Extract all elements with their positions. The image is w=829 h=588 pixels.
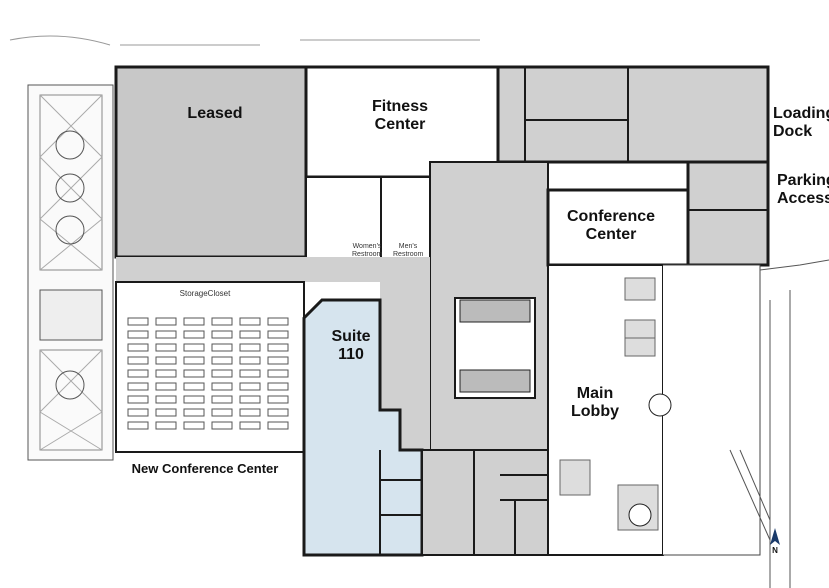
chair (183, 369, 205, 378)
room-label-new-conference: New Conference Center (131, 461, 279, 476)
chair (211, 408, 233, 417)
lower-offices (421, 449, 549, 556)
chair (127, 408, 149, 417)
chair (155, 317, 177, 326)
chair (239, 317, 261, 326)
compass-arrow (770, 528, 780, 545)
chair (183, 343, 205, 352)
chair (155, 330, 177, 339)
chair (183, 330, 205, 339)
chair (211, 317, 233, 326)
room-label-mens: Men's Restroom (393, 243, 424, 259)
chair (183, 356, 205, 365)
chair (239, 395, 261, 404)
chair (211, 382, 233, 391)
leased-area (114, 65, 308, 259)
chair (127, 421, 149, 430)
chair (211, 356, 233, 365)
chair (183, 408, 205, 417)
chair (155, 356, 177, 365)
chair (267, 369, 289, 378)
chair (239, 382, 261, 391)
chair (127, 382, 149, 391)
chair (239, 356, 261, 365)
chair (211, 330, 233, 339)
room-label-parking: Parking Access (777, 172, 829, 208)
chair (155, 421, 177, 430)
chair (127, 395, 149, 404)
room-label-fitness: Fitness Center (371, 98, 428, 134)
chair (183, 421, 205, 430)
chair (127, 356, 149, 365)
room-label-lobby: Main Lobby (571, 385, 619, 421)
chair (239, 369, 261, 378)
room-label-suite: Suite 110 (331, 328, 371, 364)
room-label-storage: StorageCloset (179, 289, 231, 298)
chair (211, 395, 233, 404)
chair (155, 369, 177, 378)
chair (267, 343, 289, 352)
chair (127, 317, 149, 326)
chair (155, 382, 177, 391)
conference-area (546, 188, 690, 267)
chair (267, 330, 289, 339)
chair (183, 317, 205, 326)
room-label-loading: Loading Dock (773, 105, 829, 141)
chair (183, 382, 205, 391)
chair (239, 330, 261, 339)
chair (267, 382, 289, 391)
room-label-leased: Leased (187, 105, 243, 122)
chair (267, 395, 289, 404)
room-label-womens: Women's Restroom (352, 243, 383, 259)
fitness-area (304, 65, 500, 179)
chair (155, 343, 177, 352)
chair (155, 408, 177, 417)
chair (211, 421, 233, 430)
suite-110-area (302, 298, 424, 557)
chair (267, 408, 289, 417)
chair (267, 317, 289, 326)
chair (127, 330, 149, 339)
chair (155, 395, 177, 404)
plaza (9, 35, 480, 461)
chair (239, 421, 261, 430)
service-area (496, 65, 770, 164)
chair (127, 369, 149, 378)
chair (127, 343, 149, 352)
chair (267, 356, 289, 365)
chair (211, 369, 233, 378)
chair (267, 421, 289, 430)
chair (211, 343, 233, 352)
compass-label: N (772, 546, 778, 555)
chair (183, 395, 205, 404)
room-label-conference: Conference Center (566, 208, 656, 244)
chair (239, 343, 261, 352)
chair (239, 408, 261, 417)
